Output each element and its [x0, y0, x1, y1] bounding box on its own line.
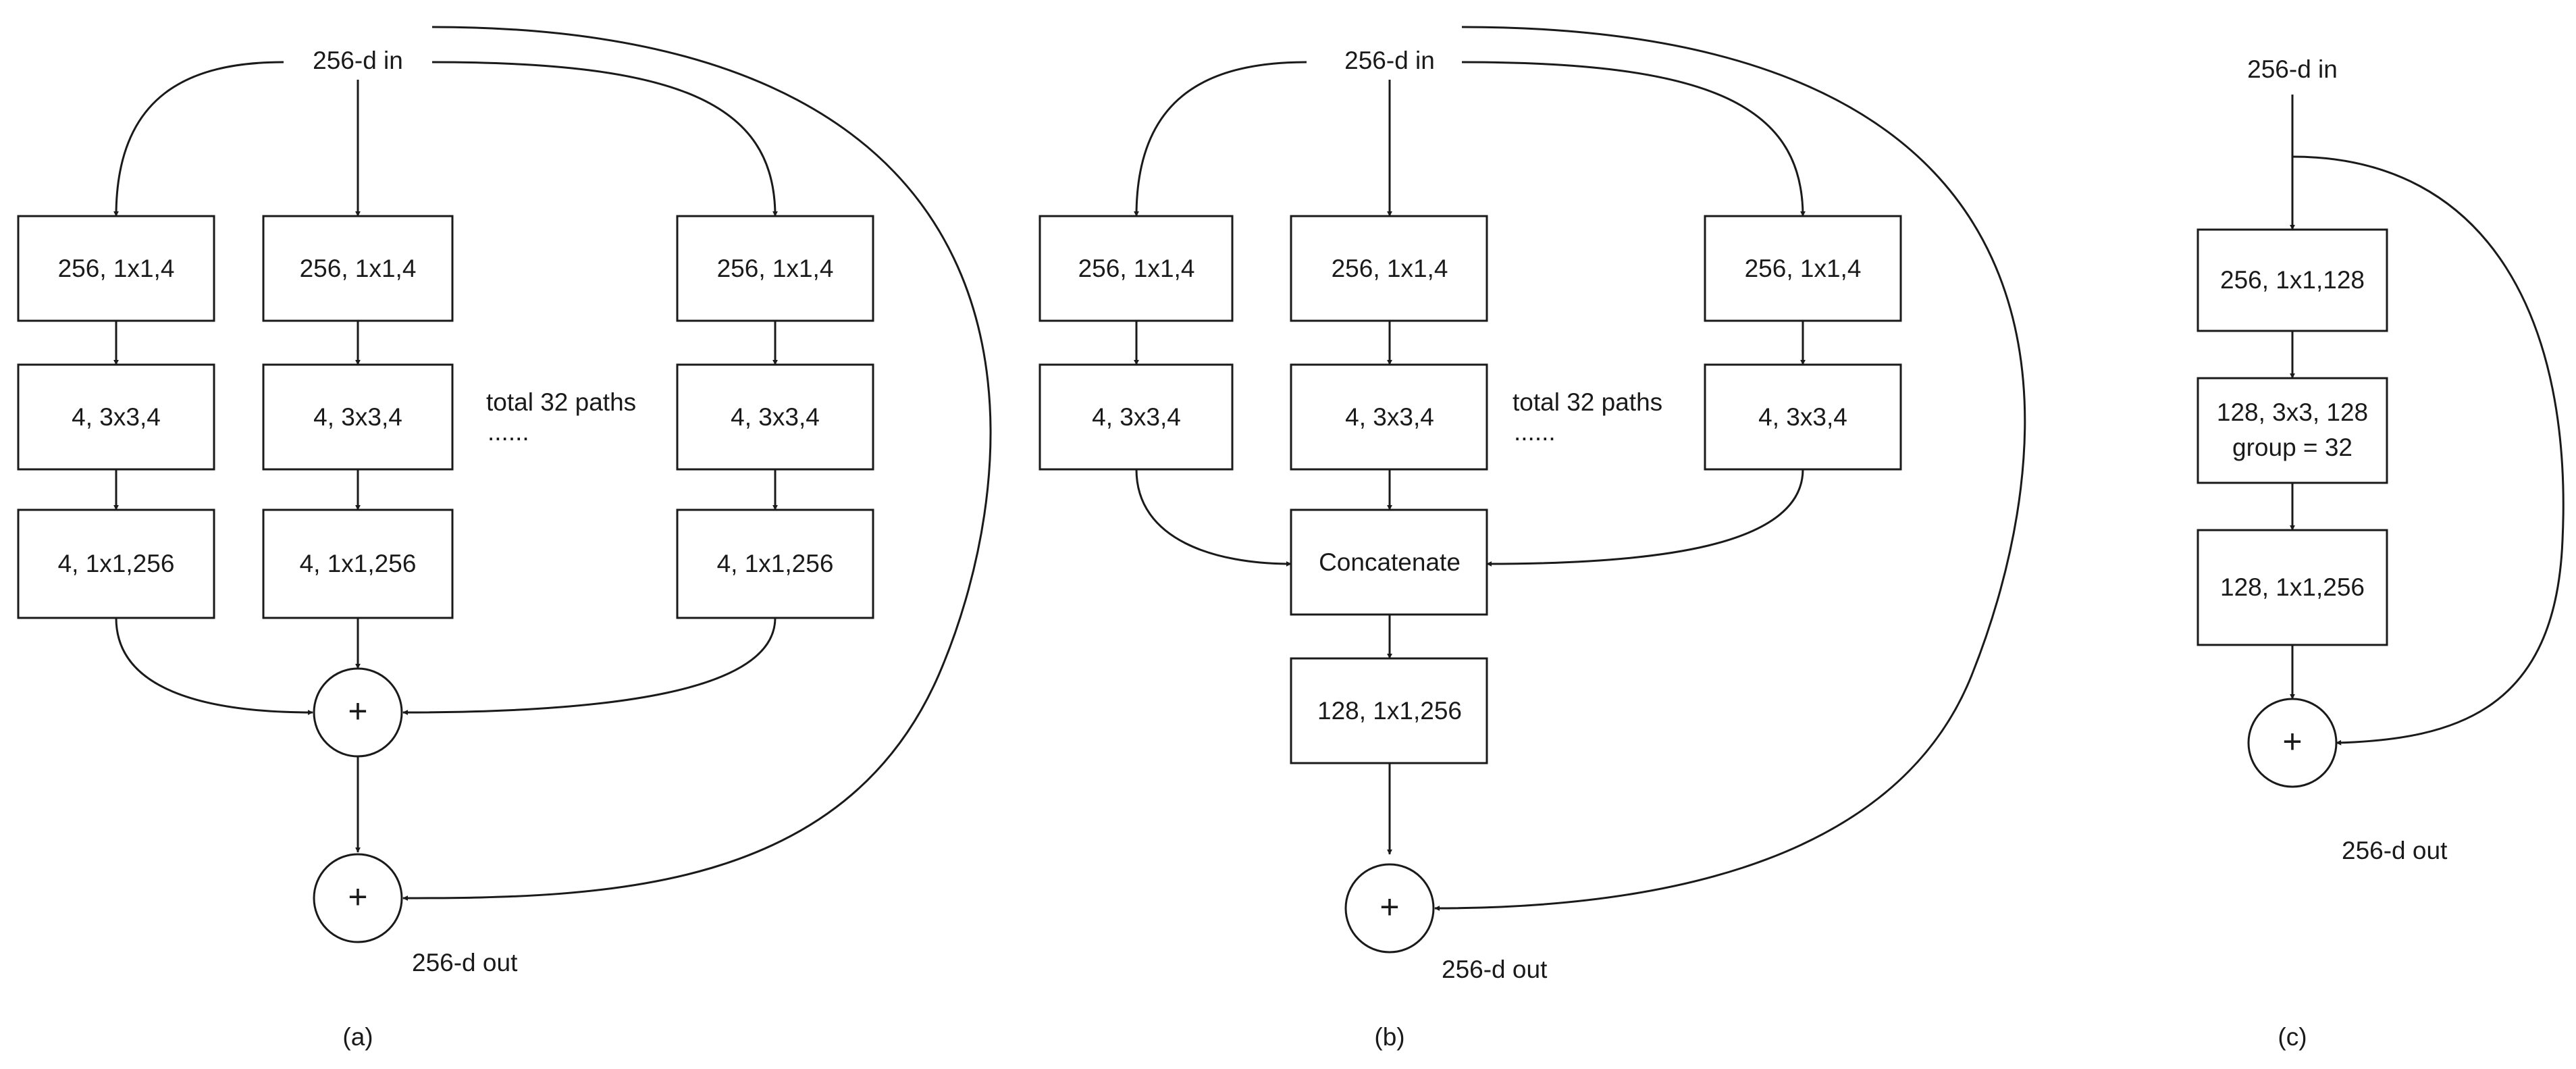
panel-a-edges: [113, 26, 992, 901]
panel-a-right-path: 256, 1x1,4 4, 3x3,4 4, 1x1,256: [676, 215, 874, 619]
b-mid-box-2: [1290, 363, 1488, 471]
a-left-box-2-label: 4, 3x3,4: [72, 403, 161, 431]
b-caption: (b): [1374, 1023, 1404, 1051]
panel-c-edges: [2290, 95, 2565, 746]
c-caption: (c): [2278, 1023, 2307, 1051]
edge-b-in-right: [1461, 61, 1806, 217]
a-input-label: 256-d in: [313, 47, 403, 74]
b-right-box-2: [1704, 363, 1902, 471]
a-sum-node-2-symbol: +: [348, 878, 367, 916]
b-left-box-1-label: 256, 1x1,4: [1078, 255, 1195, 282]
a-left-box-3-label: 4, 1x1,256: [58, 550, 175, 577]
b-paths-note: total 32 paths: [1513, 388, 1662, 416]
panel-a: 256, 1x1,4 4, 3x3,4 4, 1x1,256 256, 1x1,…: [17, 26, 992, 1051]
edge-c-shortcut: [2292, 155, 2565, 746]
b-output-label: 256-d out: [1442, 956, 1548, 983]
a-sum-node-1: [313, 667, 403, 758]
a-output-label: 256-d out: [412, 949, 518, 976]
a-right-box-2: [676, 363, 874, 471]
b-right-box-2-label: 4, 3x3,4: [1758, 403, 1847, 431]
c-input-label: 256-d in: [2247, 55, 2338, 83]
edge-b-left-to-concat: [1135, 469, 1292, 567]
b-concat-label: Concatenate: [1319, 548, 1461, 576]
c-block-2-label-line-1: 128, 3x3, 128: [2217, 398, 2368, 426]
a-left-box-3: [17, 509, 215, 619]
edge-b-in-left: [1134, 61, 1307, 217]
a-right-box-3: [676, 509, 874, 619]
a-left-box-1-label: 256, 1x1,4: [58, 255, 175, 282]
a-sum-node-2: [313, 853, 403, 943]
b-input-label: 256-d in: [1344, 47, 1435, 74]
a-ellipsis: ......: [488, 418, 529, 446]
a-mid-box-3-label: 4, 1x1,256: [300, 550, 417, 577]
c-block-1-label: 256, 1x1,128: [2220, 266, 2365, 294]
edge-b-right-to-concat: [1486, 469, 1804, 567]
a-sum-node-1-symbol: +: [348, 692, 367, 730]
a-caption: (a): [342, 1023, 373, 1051]
a-mid-box-1: [262, 215, 454, 322]
a-mid-box-2-label: 4, 3x3,4: [313, 403, 402, 431]
b-left-box-1: [1039, 215, 1234, 322]
a-mid-box-2: [262, 363, 454, 471]
a-left-box-1: [17, 215, 215, 322]
b-sum-node: [1344, 863, 1435, 954]
b-ellipsis: ......: [1514, 418, 1556, 446]
b-mid-box-1: [1290, 215, 1488, 322]
panel-a-left-path: 256, 1x1,4 4, 3x3,4 4, 1x1,256: [17, 215, 215, 619]
b-concat-box: [1290, 509, 1488, 616]
b-left-box-2-label: 4, 3x3,4: [1092, 403, 1181, 431]
c-block-2-label-line-2: group = 32: [2232, 434, 2352, 461]
a-right-box-1: [676, 215, 874, 322]
a-mid-box-3: [262, 509, 454, 619]
b-left-box-2: [1039, 363, 1234, 471]
a-left-box-2: [17, 363, 215, 471]
b-mid-box-2-label: 4, 3x3,4: [1345, 403, 1434, 431]
c-output-label: 256-d out: [2342, 837, 2448, 864]
c-block-3: [2197, 529, 2388, 646]
a-paths-note: total 32 paths: [486, 388, 636, 416]
panel-c: 256, 1x1,128 128, 3x3, 128 group = 32 12…: [2197, 55, 2565, 1051]
b-after-concat-label: 128, 1x1,256: [1317, 697, 1462, 725]
c-block-2: [2197, 377, 2388, 484]
a-right-box-2-label: 4, 3x3,4: [731, 403, 820, 431]
b-after-concat-box: [1290, 657, 1488, 764]
c-block-1: [2197, 228, 2388, 332]
edge-a-shortcut: [402, 26, 992, 901]
edge-a-left-to-sum: [115, 617, 313, 715]
a-mid-box-1-label: 256, 1x1,4: [300, 255, 417, 282]
a-right-box-3-label: 4, 1x1,256: [717, 550, 834, 577]
panel-a-middle-path: 256, 1x1,4 4, 3x3,4 4, 1x1,256: [262, 215, 454, 619]
edge-a-in-left: [113, 61, 284, 217]
a-right-box-1-label: 256, 1x1,4: [717, 255, 834, 282]
edge-a-right-to-sum: [402, 617, 777, 715]
b-sum-node-symbol: +: [1379, 888, 1399, 926]
c-sum-node: [2247, 698, 2338, 788]
edge-b-shortcut: [1434, 26, 2026, 911]
c-sum-node-symbol: +: [2282, 723, 2302, 760]
panel-b: 256, 1x1,4 4, 3x3,4 256, 1x1,4 4, 3x3,4 …: [1039, 26, 2026, 1051]
b-mid-box-1-label: 256, 1x1,4: [1332, 255, 1448, 282]
edge-a-in-right: [431, 61, 778, 217]
panel-b-edges: [1134, 26, 2026, 911]
b-right-box-1-label: 256, 1x1,4: [1745, 255, 1862, 282]
b-right-box-1: [1704, 215, 1902, 322]
c-block-3-label: 128, 1x1,256: [2220, 573, 2365, 601]
